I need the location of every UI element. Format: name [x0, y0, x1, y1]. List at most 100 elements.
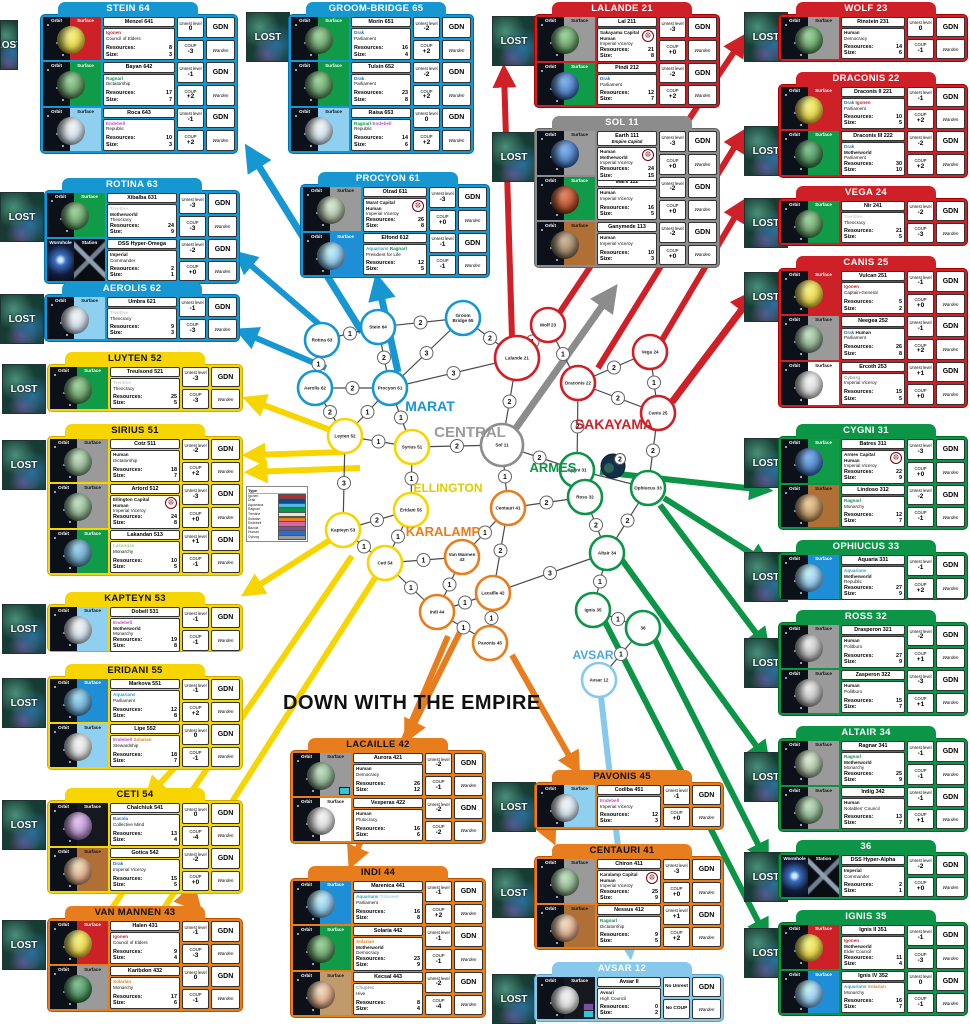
system-node-wolf23[interactable]: Wolf 23 — [529, 306, 567, 344]
coup-box: COUP-1 — [429, 255, 456, 275]
unrest-box: Unrest level-2 — [907, 625, 934, 646]
gdn-box: GDN — [936, 670, 965, 691]
system-node-kapteyn53[interactable]: Kapteyn 53 — [324, 511, 362, 549]
system-node-indi44[interactable]: Indi 44 — [418, 593, 456, 631]
system-node-altair34[interactable]: Altair 34 — [588, 534, 626, 572]
planet-name-text: Ignis IV 352 — [858, 973, 888, 979]
size-line: Size:4 — [113, 837, 177, 844]
system-node-sirius51[interactable]: Syrius 51 — [393, 428, 431, 466]
size-line: Size:8 — [354, 97, 408, 104]
warden-label: Warden — [698, 814, 715, 820]
size-label: Size: — [844, 305, 857, 312]
system-node-lalande21[interactable]: Lalande 21 — [493, 334, 541, 382]
system-node-pavonis45[interactable]: Pavonis 45 — [471, 624, 509, 662]
faction-line: Imperial Viceroy — [600, 160, 654, 166]
gdn-label: GDN — [464, 194, 481, 201]
faction-segment: Imperial Viceroy — [844, 380, 877, 386]
faction-segment: Republic — [844, 579, 862, 585]
system-node-ignis35[interactable]: Ignis 35 — [574, 591, 612, 629]
unrest-label: Unrest level — [184, 682, 207, 688]
system-node-centauri41[interactable]: Centauri 41 — [489, 489, 527, 527]
warden-box: Warden — [458, 255, 487, 275]
svg-text:2: 2 — [651, 448, 655, 455]
system-node-sol11[interactable]: Sol 11 — [479, 422, 525, 468]
coup-label: COUP — [189, 992, 202, 998]
unrest-box: Unrest level-3 — [179, 193, 206, 214]
system-node-stein64[interactable]: Stein 64 — [359, 308, 397, 346]
fleet-token[interactable]: 2 — [600, 453, 626, 479]
system-node-ophiucus33[interactable]: Ophiucus 33 — [629, 469, 667, 507]
legend-faction-name: Human — [248, 530, 259, 535]
system-node-ceti54[interactable]: Ceti 54 — [366, 544, 404, 582]
system-node-luyten52[interactable]: Leyten 52 — [326, 417, 364, 455]
faction-segment: Stewardship — [113, 742, 139, 748]
resources-value: 18 — [171, 466, 177, 473]
system-node-avsar12[interactable]: Avsar 12 — [580, 661, 618, 699]
system-node-draconis22[interactable]: Draconis 22 — [559, 364, 597, 402]
gdn-box: GDN — [692, 977, 721, 997]
system-node-procyon61[interactable]: Procyon 61 — [371, 369, 409, 407]
gdn-box: GDN — [936, 485, 965, 505]
faction-line: Drak — [600, 76, 654, 82]
edge-distance-label: 1 — [611, 612, 625, 626]
system-node-eridani55[interactable]: Eridani 55 — [392, 491, 430, 529]
unrest-box: Unrest level-1 — [425, 926, 452, 947]
faction-line: Trentine — [110, 206, 174, 212]
coup-box: COUP+2 — [907, 578, 934, 599]
system-node-ross32[interactable]: Ross 32 — [566, 478, 604, 516]
gdn-label: GDN — [217, 536, 234, 544]
system-node-lacaille42[interactable]: Lacaille 42 — [474, 574, 512, 612]
faction-line: Aquarians Trilucent — [356, 894, 420, 900]
size-value: 5 — [655, 938, 658, 945]
warden-box: Warden — [936, 877, 965, 897]
gdn-label: GDN — [698, 791, 715, 799]
unrest-label: Unrest level — [661, 180, 684, 186]
warden-box: Warden — [692, 999, 721, 1019]
system-node-sys36[interactable]: 36 — [624, 609, 662, 647]
system-node-vega24[interactable]: Vega 24 — [631, 333, 669, 371]
planet-name: Nir 241 — [841, 201, 905, 212]
coup-box: COUP-1 — [425, 949, 452, 970]
edge-distance-label: 1 — [404, 580, 418, 595]
system-node-aerolis62[interactable]: Aerolis 62 — [296, 369, 334, 407]
edge-distance-label: 1 — [360, 405, 375, 419]
svg-text:1: 1 — [366, 409, 370, 416]
system-node-rotina63[interactable]: Rotina 63 — [303, 321, 341, 359]
system-node-canis25[interactable]: Canis 25 — [639, 394, 677, 432]
